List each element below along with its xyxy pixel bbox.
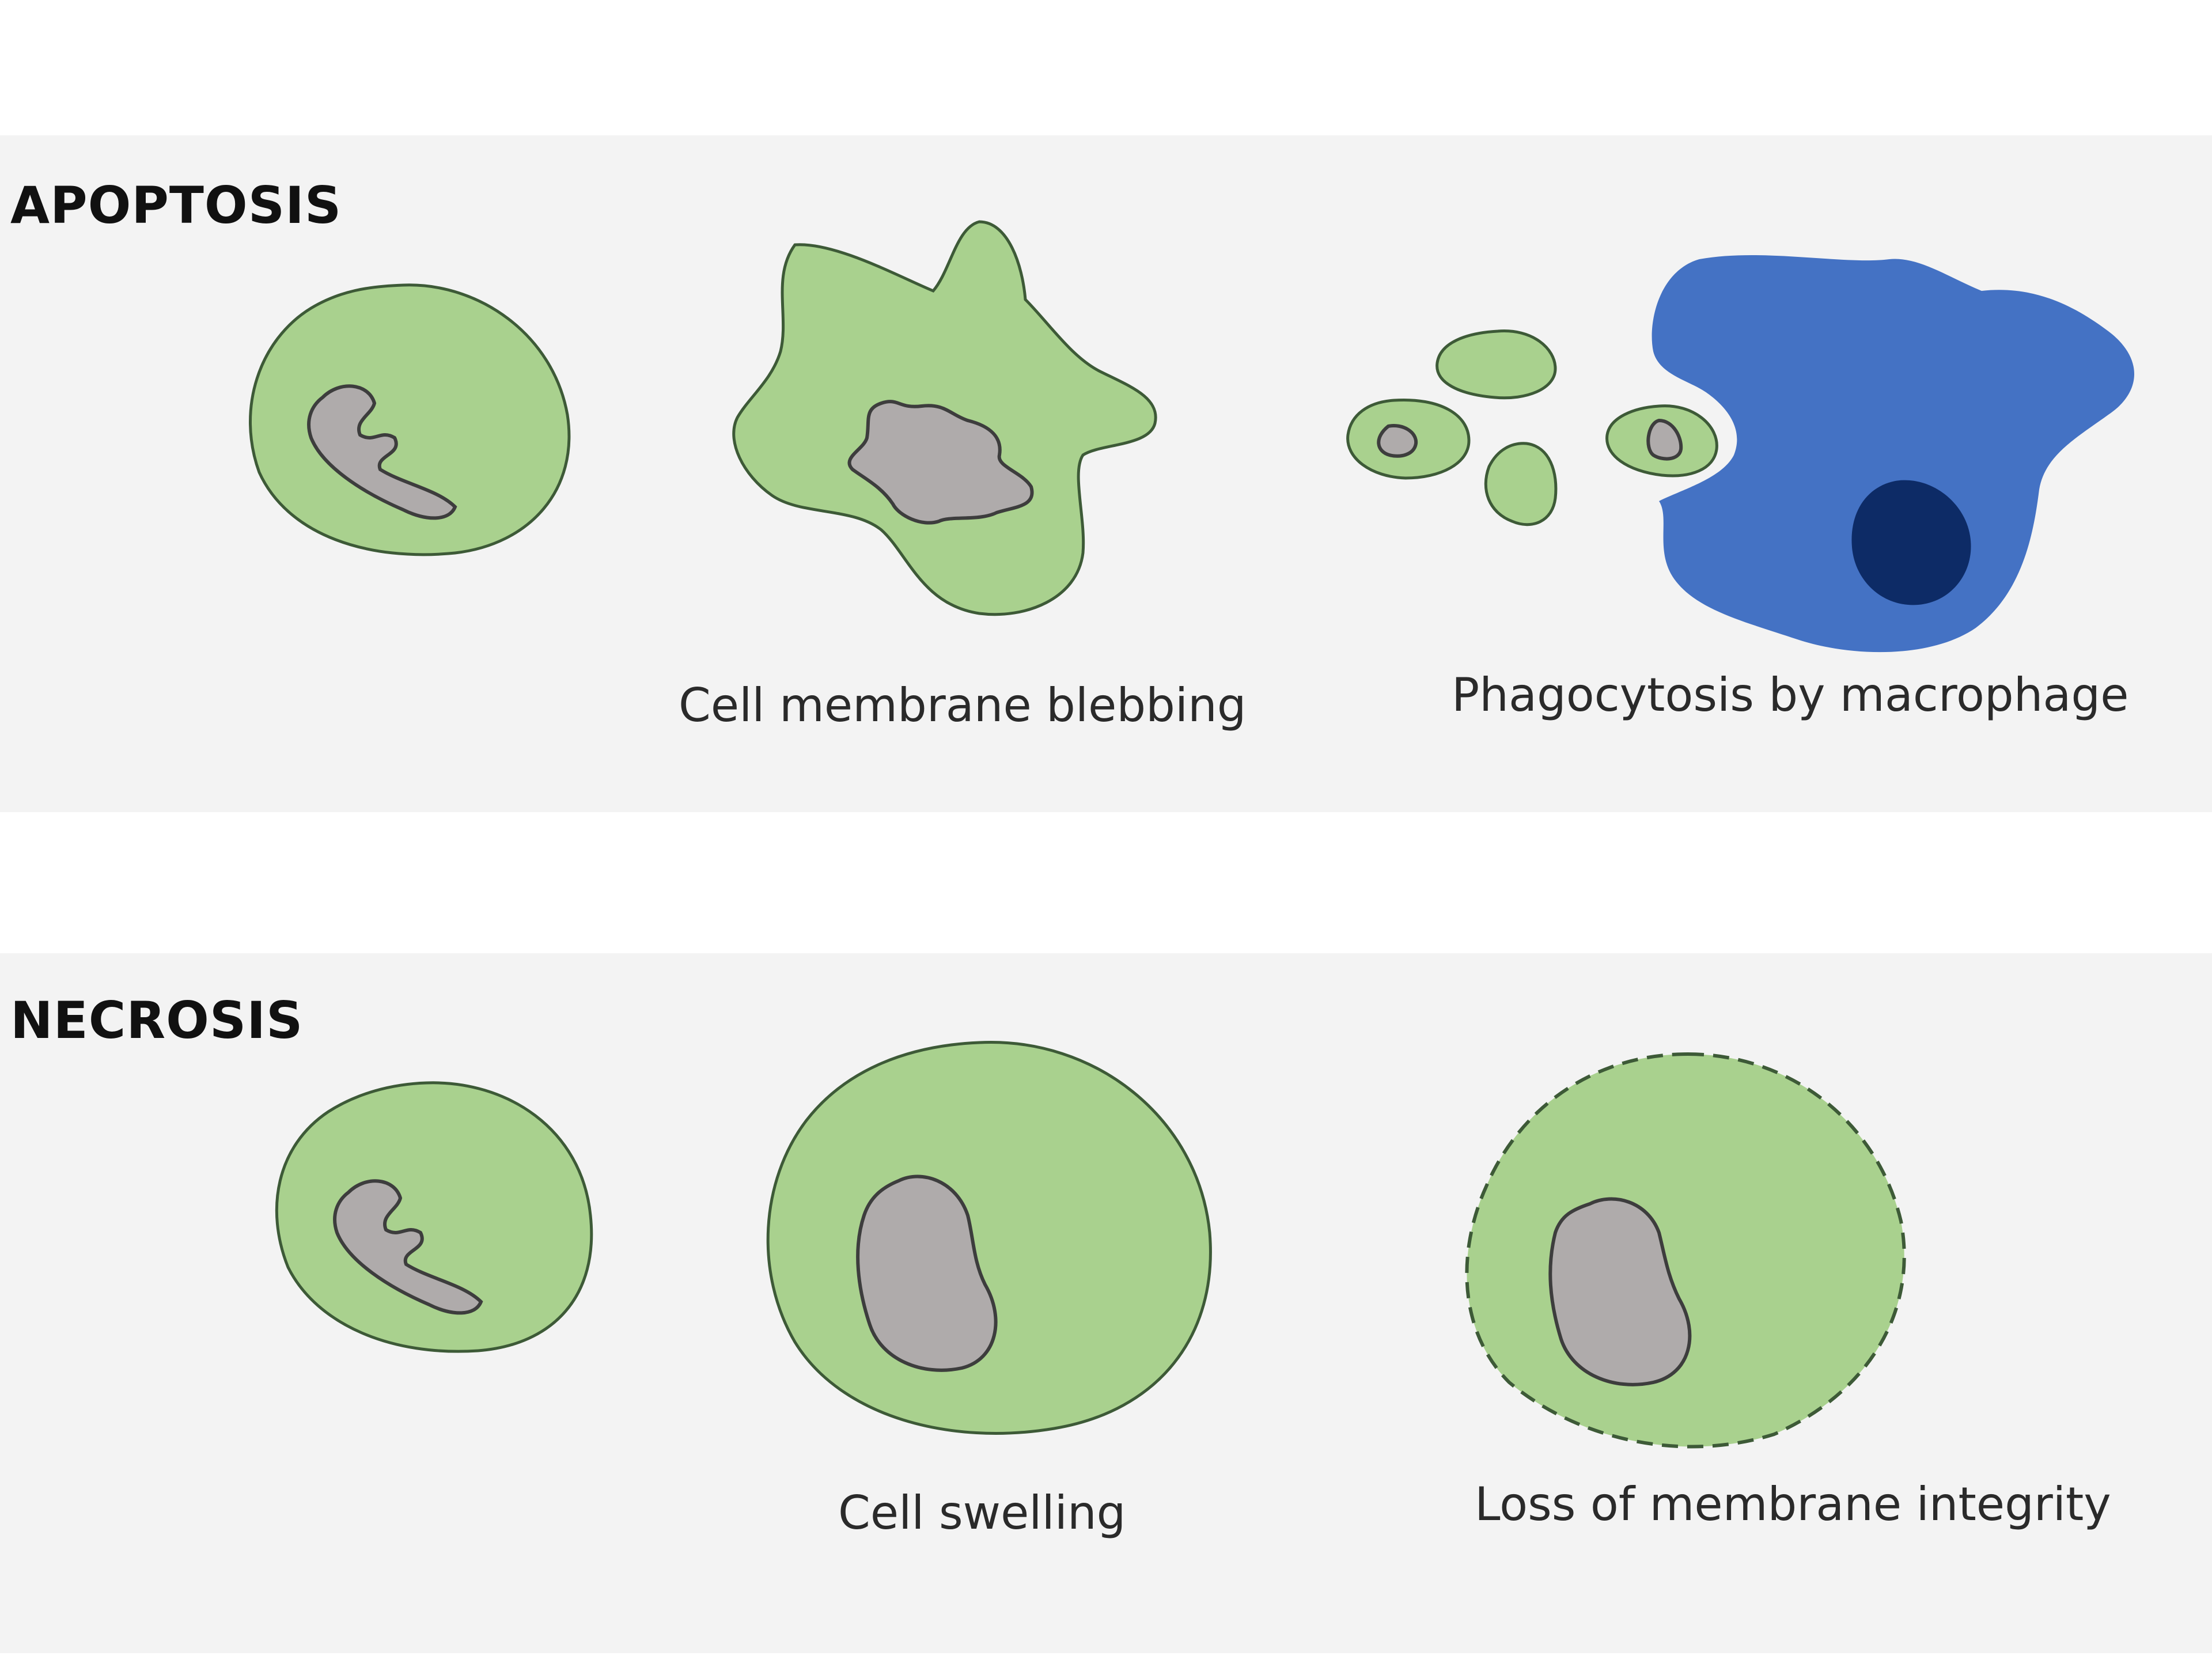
apoptotic-fragment xyxy=(1377,424,1418,458)
apoptosis-blebbing-cell xyxy=(732,220,1157,616)
necrosis-normal-cell xyxy=(275,1081,593,1353)
cell-body xyxy=(248,283,571,556)
apoptotic-bodies xyxy=(1346,329,1718,526)
macrophage xyxy=(1652,255,2134,653)
necrosis-swollen-cell xyxy=(766,1041,1212,1435)
membrane-loss-caption: Loss of membrane integrity xyxy=(1475,1477,2111,1531)
mitochondrion xyxy=(307,384,457,520)
apoptotic-fragment xyxy=(1646,418,1683,461)
necrosis-title: NECROSIS xyxy=(10,991,304,1050)
apoptosis-normal-cell xyxy=(248,283,571,556)
blebbing-caption: Cell membrane blebbing xyxy=(679,679,1247,732)
cell-body xyxy=(275,1081,593,1353)
mitochondrion xyxy=(333,1179,483,1315)
cell-body-dashed xyxy=(1465,1052,1906,1449)
macrophage-body xyxy=(1652,255,2134,653)
necrosis-ruptured-cell xyxy=(1465,1052,1906,1449)
phagocytosis-caption: Phagocytosis by macrophage xyxy=(1452,668,2129,722)
nucleus xyxy=(1548,1197,1692,1386)
nucleus xyxy=(856,1174,998,1372)
apoptosis-title: APOPTOSIS xyxy=(10,176,342,235)
apoptotic-body xyxy=(1435,329,1557,400)
condensed-nucleus xyxy=(847,400,1034,525)
apoptotic-body xyxy=(1484,442,1558,526)
cell-body xyxy=(766,1041,1212,1435)
macrophage-nucleus xyxy=(1851,480,1971,605)
swelling-caption: Cell swelling xyxy=(838,1486,1126,1540)
